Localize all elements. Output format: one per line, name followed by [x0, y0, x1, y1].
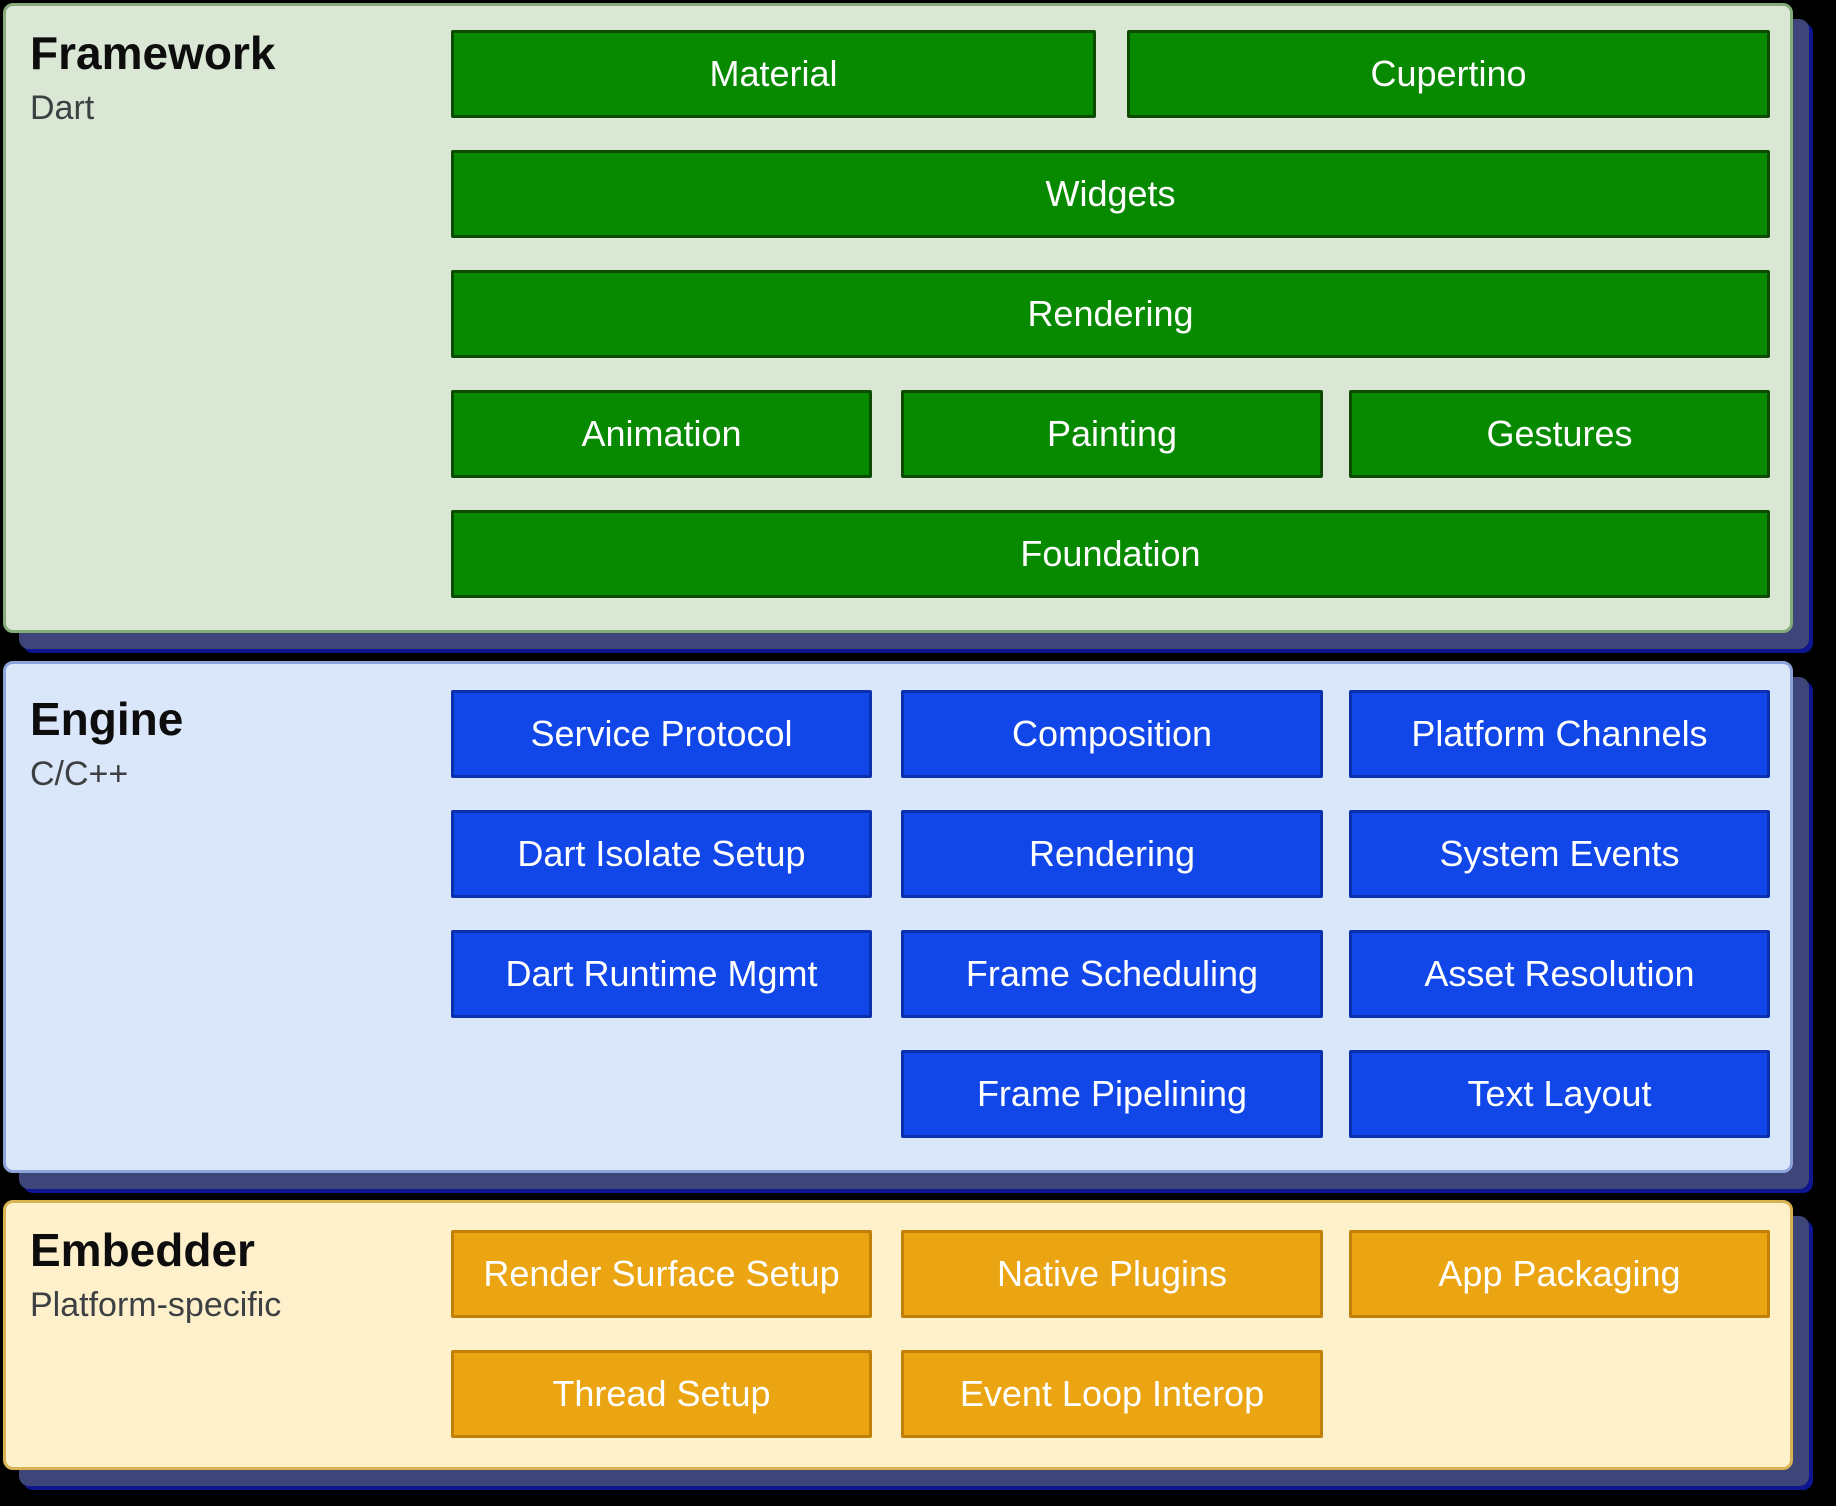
box-material: Material — [451, 30, 1096, 118]
box-event-loop-interop: Event Loop Interop — [901, 1350, 1323, 1438]
box-system-events: System Events — [1349, 810, 1770, 898]
engine-subtitle: C/C++ — [30, 754, 129, 793]
embedder-subtitle: Platform-specific — [30, 1285, 282, 1324]
framework-layer-card: Framework Dart Material Cupertino Widget… — [3, 3, 1793, 633]
box-dart-isolate-setup: Dart Isolate Setup — [451, 810, 872, 898]
box-render-surface-setup: Render Surface Setup — [451, 1230, 872, 1318]
box-foundation: Foundation — [451, 510, 1770, 598]
framework-subtitle: Dart — [30, 88, 95, 127]
box-platform-channels: Platform Channels — [1349, 690, 1770, 778]
engine-heading: Engine C/C++ — [30, 694, 183, 795]
box-thread-setup: Thread Setup — [451, 1350, 872, 1438]
engine-layer-card: Engine C/C++ Service Protocol Compositio… — [3, 661, 1793, 1173]
box-rendering-engine: Rendering — [901, 810, 1323, 898]
box-service-protocol: Service Protocol — [451, 690, 872, 778]
box-widgets: Widgets — [451, 150, 1770, 238]
box-frame-pipelining: Frame Pipelining — [901, 1050, 1323, 1138]
framework-title: Framework — [30, 27, 276, 79]
box-cupertino: Cupertino — [1127, 30, 1770, 118]
box-animation: Animation — [451, 390, 872, 478]
embedder-title: Embedder — [30, 1224, 255, 1276]
box-dart-runtime-mgmt: Dart Runtime Mgmt — [451, 930, 872, 1018]
box-gestures: Gestures — [1349, 390, 1770, 478]
box-asset-resolution: Asset Resolution — [1349, 930, 1770, 1018]
engine-title: Engine — [30, 693, 184, 745]
box-text-layout: Text Layout — [1349, 1050, 1770, 1138]
embedder-heading: Embedder Platform-specific — [30, 1225, 281, 1326]
box-rendering-framework: Rendering — [451, 270, 1770, 358]
box-frame-scheduling: Frame Scheduling — [901, 930, 1323, 1018]
framework-heading: Framework Dart — [30, 28, 275, 129]
box-painting: Painting — [901, 390, 1323, 478]
embedder-layer-card: Embedder Platform-specific Render Surfac… — [3, 1200, 1793, 1470]
box-app-packaging: App Packaging — [1349, 1230, 1770, 1318]
box-native-plugins: Native Plugins — [901, 1230, 1323, 1318]
box-composition: Composition — [901, 690, 1323, 778]
